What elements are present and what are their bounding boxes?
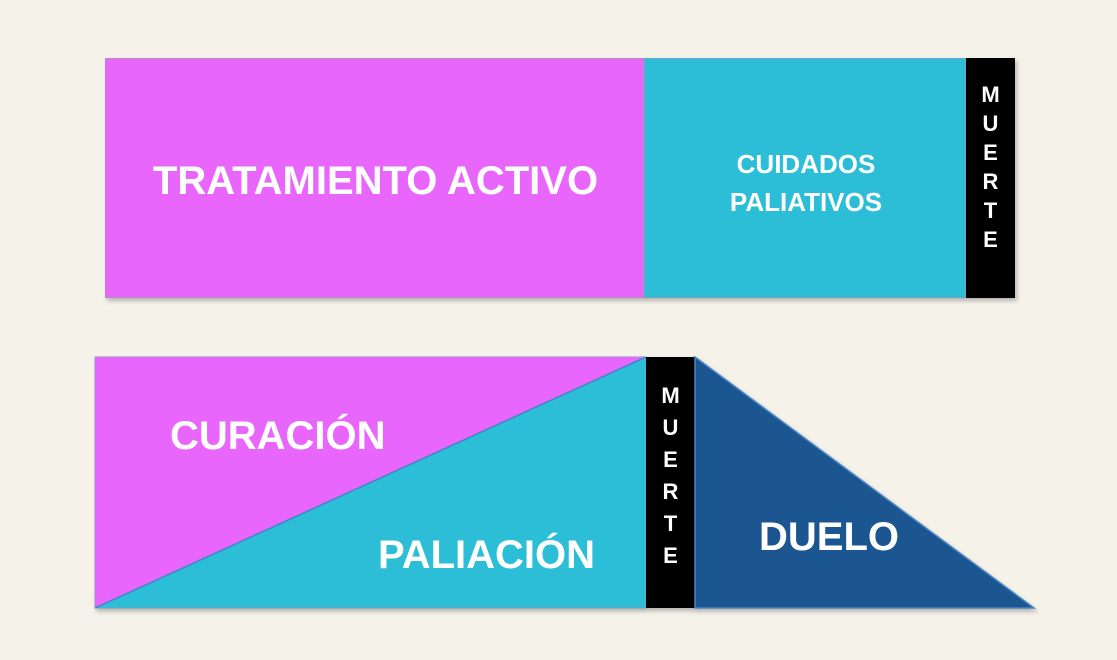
paliation-label: PALIACIÓN [378, 533, 596, 577]
palliative-care-label-line1: CUIDADOS [736, 149, 876, 179]
grief-label: DUELO [759, 515, 899, 559]
death-bottom-letter: T [663, 511, 678, 536]
diagonal-divider [94, 356, 647, 609]
death-top-letter: U [982, 111, 999, 136]
death-top-letter: E [983, 140, 998, 165]
death-top-letter: R [982, 169, 999, 194]
active-treatment-segment: TRATAMIENTO ACTIVO [105, 58, 644, 298]
top-bar: TRATAMIENTO ACTIVO CUIDADOS PALIATIVOS M… [105, 58, 1015, 298]
grief-triangle [694, 355, 1037, 609]
death-bottom-letter: R [662, 479, 679, 504]
palliative-care-segment: CUIDADOS PALIATIVOS [644, 58, 966, 298]
active-treatment-label: TRATAMIENTO ACTIVO [152, 159, 599, 203]
death-bottom-letter: M [661, 383, 680, 408]
palliative-care-label-line2: PALIATIVOS [729, 187, 883, 217]
death-divider [646, 357, 695, 608]
death-top-letter: M [981, 82, 1000, 107]
death-bottom-letter: E [663, 447, 678, 472]
death-bottom-letter: U [662, 415, 679, 440]
death-bottom-letter: E [663, 543, 678, 568]
death-top-letter: T [983, 198, 998, 223]
death-top-letter: E [983, 227, 998, 252]
curation-label: CURACIÓN [170, 414, 386, 458]
